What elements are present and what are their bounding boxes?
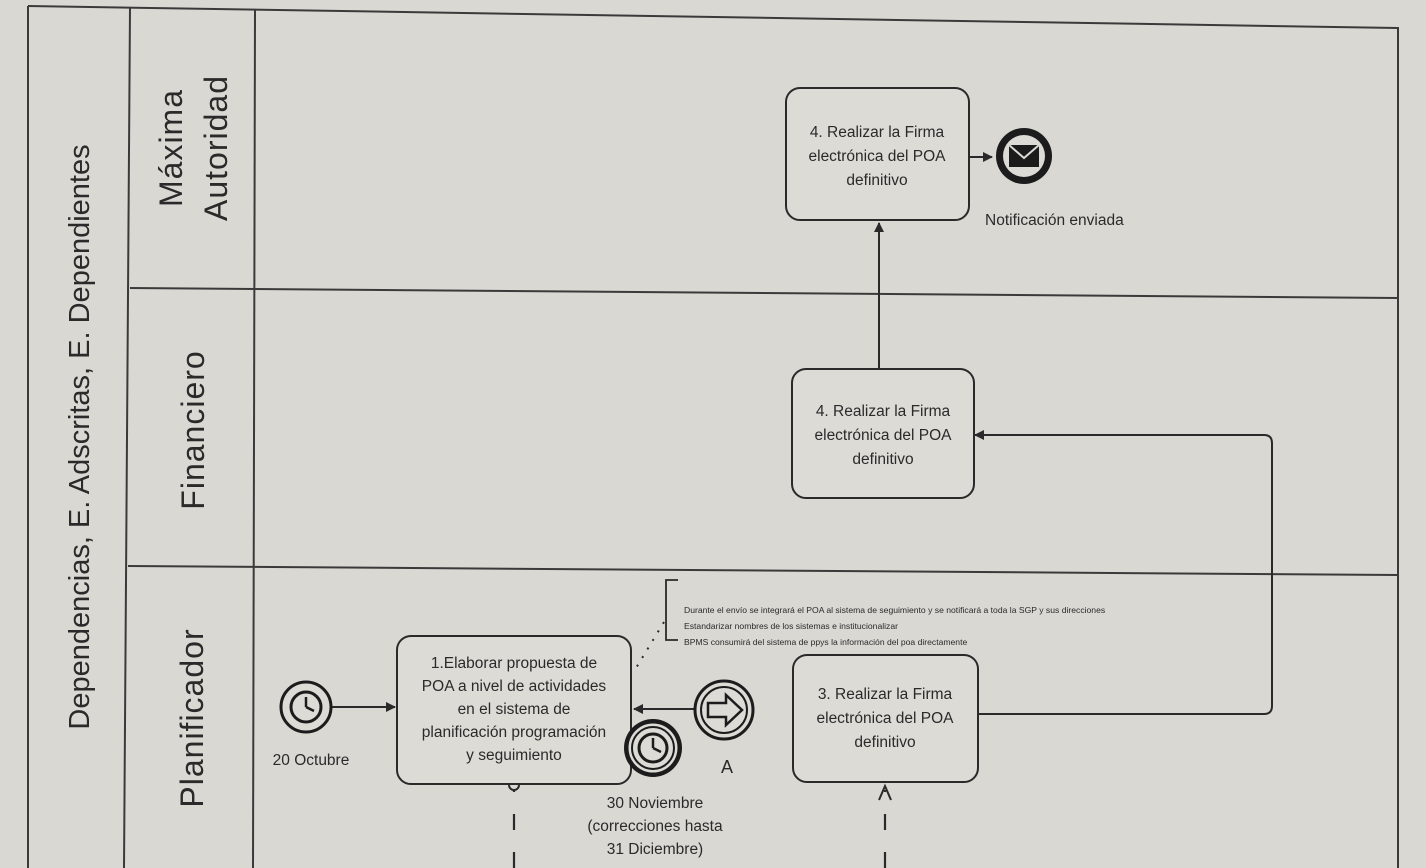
task-planificador-1-line5: y seguimiento [466,747,562,764]
end-message-event[interactable] [996,128,1052,184]
lane-divider-1 [129,287,1399,299]
task-planificador-3-line1: 3. Realizar la Firma [818,686,953,703]
lane-divider-2 [127,565,1399,576]
task-planificador-1-line2: POA a nivel de actividades [422,678,607,695]
envelope-icon [1008,144,1040,167]
task-planificador-1[interactable]: 1.Elaborar propuesta de POA a nivel de a… [396,635,632,785]
boundary-timer-label-line3: 31 Diciembre) [607,841,703,858]
link-event[interactable] [693,679,755,741]
arrow-right-icon [706,692,744,728]
lane-label-maxima-line1: Máxima [153,89,189,207]
start-timer-label: 20 Octubre [273,752,350,769]
annotation-association [635,621,665,669]
start-timer-event[interactable] [279,680,333,734]
clock-icon [637,732,669,764]
lane-label-financiero: Financiero [175,350,211,509]
annotation-line-3: BPMS consumirá del sistema de ppys la in… [684,637,967,647]
task-financiero-line2: electrónica del POA [815,427,953,444]
pool [27,5,1399,868]
sequence-flows [330,152,1273,715]
message-flows [512,790,887,868]
link-event-label: A [721,757,733,777]
boundary-timer-label-line2: (correcciones hasta [587,818,723,835]
lane-label-divider [252,9,256,868]
task-planificador-1-line4: planificación programación [422,724,606,741]
annotation-line-2: Estandarizar nombres de los sistemas e i… [684,621,898,631]
task-max-autoridad-line1: 4. Realizar la Firma [810,124,945,141]
end-message-label: Notificación enviada [985,212,1124,229]
boundary-timer-event[interactable] [624,719,682,777]
clock-icon [289,690,323,724]
annotation: Durante el envío se integrará el POA al … [635,579,1105,669]
task-max-autoridad[interactable]: 4. Realizar la Firma electrónica del POA… [785,87,970,221]
lane-label-maxima-line2: Autoridad [198,75,234,221]
pool-label-divider [123,7,131,868]
task-planificador-1-line1: 1.Elaborar propuesta de [431,655,597,672]
task-financiero-line1: 4. Realizar la Firma [816,403,951,420]
task-financiero[interactable]: 4. Realizar la Firma electrónica del POA… [791,368,975,499]
task-planificador-3[interactable]: 3. Realizar la Firma electrónica del POA… [792,654,979,783]
task-max-autoridad-line3: definitivo [846,172,907,189]
flow-task3-to-financiero [974,430,1273,715]
boundary-timer-label-line1: 30 Noviembre [607,795,704,812]
annotation-bracket [665,579,678,641]
pool-label: Dependencias, E. Adscritas, E. Dependien… [64,144,96,729]
annotation-line-1: Durante el envío se integrará el POA al … [684,605,1105,615]
lane-label-planificador: Planificador [174,628,210,807]
task-max-autoridad-line2: electrónica del POA [809,148,947,165]
task-planificador-1-line3: en el sistema de [458,701,571,718]
task-planificador-3-line2: electrónica del POA [817,710,955,727]
task-financiero-line3: definitivo [852,451,913,468]
task-planificador-3-line3: definitivo [854,734,915,751]
message-flow-arrow-icon [878,783,892,801]
